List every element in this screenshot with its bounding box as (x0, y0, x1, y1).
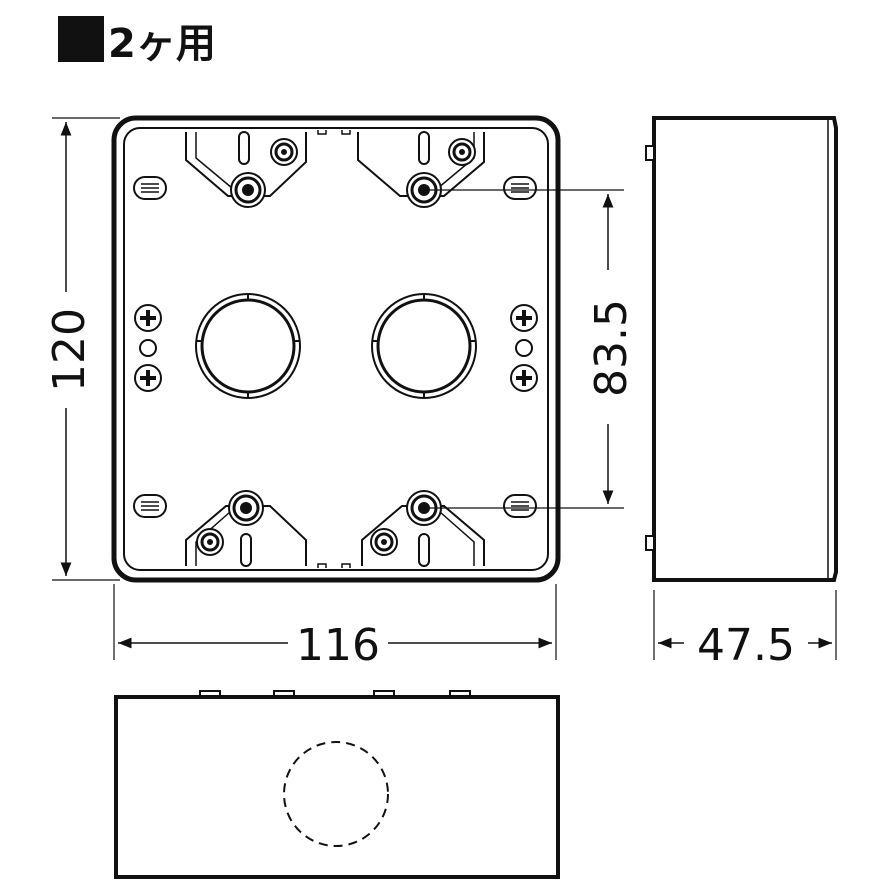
device-screw-top-left-icon (229, 171, 267, 209)
mounting-slot-bottom-left-icon (133, 494, 167, 518)
dimension-width: 116 (113, 584, 557, 671)
dimension-depth: 47.5 (653, 590, 837, 671)
dimension-depth-label: 47.5 (697, 620, 795, 671)
mounting-slot-top-left-icon (133, 176, 167, 200)
bottom-ear-right (418, 533, 430, 567)
dimension-height: 120 (44, 117, 120, 581)
side-screw-left-upper-icon (134, 304, 162, 332)
box-inner-wall (123, 127, 549, 571)
side-screw-right-lower-icon (510, 364, 538, 392)
top-ear-left (238, 131, 250, 165)
bottom-ear-left (240, 533, 252, 567)
front-view (111, 115, 561, 583)
knockout-left-icon (194, 292, 302, 400)
mounting-slot-bottom-right-icon (503, 494, 537, 518)
title-square-icon (58, 16, 104, 62)
top-center-tabs (317, 130, 351, 135)
dimension-width-label: 116 (296, 620, 380, 671)
bottom-view (114, 690, 560, 879)
dimension-height-label: 120 (44, 308, 95, 392)
mounting-slot-top-right-icon (503, 176, 537, 200)
side-screw-right-upper-icon (510, 304, 538, 332)
side-hole-right-icon (515, 339, 533, 357)
title-text: 2ヶ用 (108, 21, 216, 67)
cover-screw-bottom-left-icon (195, 527, 225, 557)
cover-screw-bottom-right-icon (369, 527, 399, 557)
bottom-center-tabs (317, 563, 351, 568)
title: 2ヶ用 (58, 16, 216, 67)
dimension-screw-pitch: 83.5 (424, 189, 637, 509)
device-screw-bottom-left-icon (227, 489, 265, 527)
dimension-screw-pitch-label: 83.5 (586, 299, 637, 397)
top-ear-right (418, 131, 430, 165)
cover-screw-top-right-icon (447, 137, 477, 167)
side-view (645, 116, 838, 582)
side-hole-left-icon (139, 339, 157, 357)
knockout-right-icon (370, 292, 478, 400)
cover-screw-top-left-icon (269, 137, 299, 167)
side-screw-left-lower-icon (134, 364, 162, 392)
bottom-knockout-dashed-icon (283, 741, 389, 847)
